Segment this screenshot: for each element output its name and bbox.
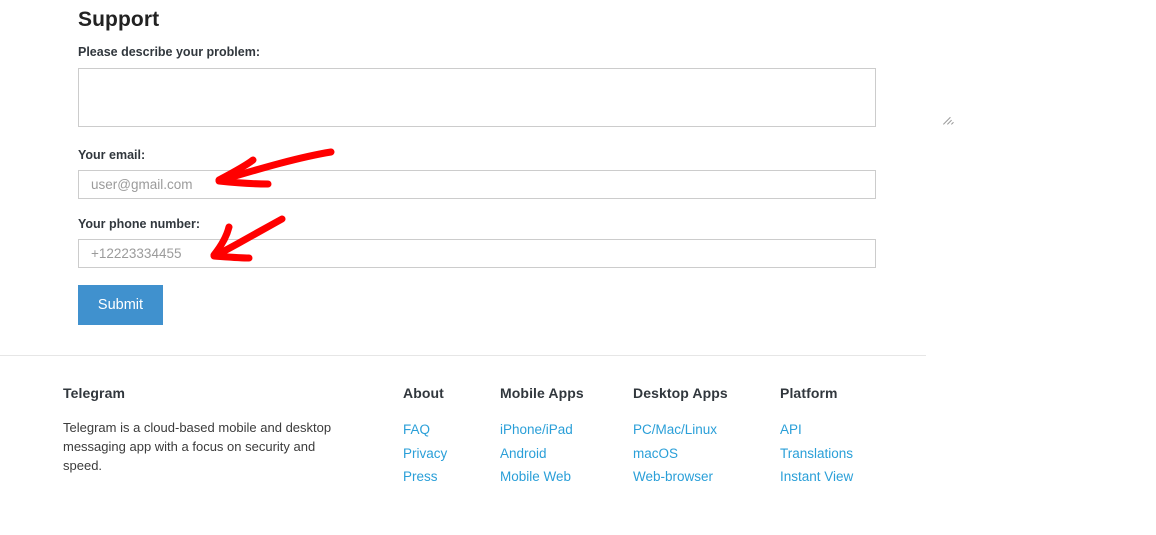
footer-link-macos[interactable]: macOS (633, 445, 679, 461)
footer-link-press[interactable]: Press (403, 469, 438, 484)
submit-button[interactable]: Submit (78, 285, 163, 325)
textarea-resize-handle-icon[interactable] (942, 113, 954, 125)
footer-link-api[interactable]: API (780, 422, 802, 437)
phone-input[interactable] (78, 239, 876, 268)
email-input[interactable] (78, 170, 876, 199)
footer-brand-description: Telegram is a cloud-based mobile and des… (63, 420, 332, 473)
problem-textarea[interactable] (78, 68, 876, 127)
footer-column-heading: Mobile Apps (500, 385, 584, 401)
footer-link-web-browser[interactable]: Web-browser (633, 469, 714, 484)
footer-column-desktop-apps: Desktop Apps PC/Mac/Linux macOS Web-brow… (633, 384, 778, 489)
footer-link-android[interactable]: Android (500, 445, 547, 461)
footer-column-heading: Platform (780, 385, 838, 401)
footer-link-instant-view[interactable]: Instant View (780, 469, 854, 484)
footer-column-heading: Desktop Apps (633, 385, 728, 401)
footer-link-pc-mac-linux[interactable]: PC/Mac/Linux (633, 422, 718, 437)
support-form: Support Please describe your problem: Yo… (78, 0, 954, 325)
footer-column-platform: Platform API Translations Instant View (780, 384, 920, 489)
email-field-label: Your email: (78, 148, 146, 162)
footer-link-privacy[interactable]: Privacy (403, 445, 448, 461)
problem-field-label: Please describe your problem: (78, 45, 261, 59)
footer-column-heading: About (403, 385, 444, 401)
footer-brand-heading: Telegram (63, 385, 126, 401)
footer-divider (0, 355, 926, 356)
page-title: Support (78, 8, 160, 31)
phone-field-label: Your phone number: (78, 217, 200, 231)
footer-brand-column: Telegram Telegram is a cloud-based mobil… (63, 384, 353, 475)
footer-column-about: About FAQ Privacy Press (403, 384, 498, 489)
footer-link-iphone-ipad[interactable]: iPhone/iPad (500, 422, 573, 437)
footer-link-faq[interactable]: FAQ (403, 422, 431, 437)
footer-column-mobile-apps: Mobile Apps iPhone/iPad Android Mobile W… (500, 384, 630, 489)
site-footer: Telegram Telegram is a cloud-based mobil… (0, 355, 1156, 535)
footer-link-mobile-web[interactable]: Mobile Web (500, 469, 572, 484)
footer-link-translations[interactable]: Translations (780, 445, 854, 461)
